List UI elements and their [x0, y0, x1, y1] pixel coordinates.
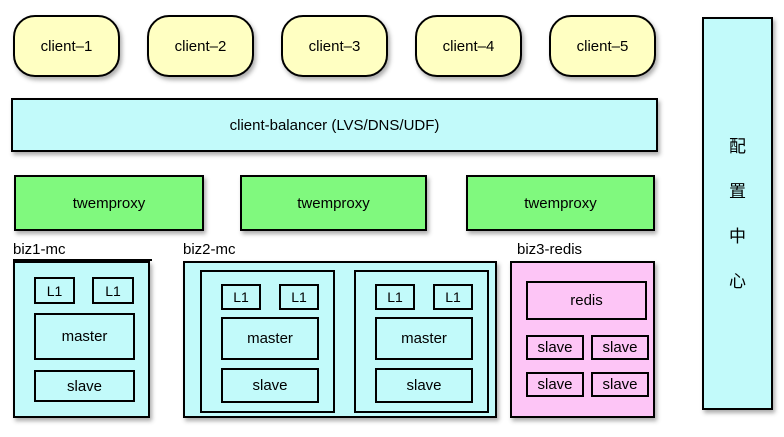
cluster-biz1-mc: L1 L1 master slave [13, 261, 150, 418]
twemproxy-node-3: twemproxy [466, 175, 655, 231]
cluster-label-biz1: biz1-mc [13, 241, 152, 261]
master-box: master [375, 317, 473, 360]
client-balancer-label: client-balancer (LVS/DNS/UDF) [229, 116, 440, 134]
client-balancer-bar: client-balancer (LVS/DNS/UDF) [11, 98, 658, 152]
redis-slave-box: slave [526, 335, 584, 360]
redis-slave-box: slave [526, 372, 584, 397]
l1-cache-box: L1 [221, 284, 261, 310]
redis-slave-box: slave [591, 372, 649, 397]
slave-box: slave [221, 368, 319, 403]
twemproxy-label: twemproxy [297, 194, 370, 212]
client-node-2: client–2 [147, 15, 254, 77]
config-center-char: 中 [729, 226, 746, 246]
l1-cache-box: L1 [433, 284, 473, 310]
biz2-shard-2: L1 L1 master slave [354, 270, 489, 413]
config-center-bar: 配 置 中 心 [702, 17, 773, 410]
client-label: client–4 [442, 37, 495, 55]
l1-cache-box: L1 [92, 277, 134, 304]
biz2-shard-1: L1 L1 master slave [200, 270, 335, 413]
l1-cache-box: L1 [375, 284, 415, 310]
cluster-biz3-redis: redis slave slave slave slave [510, 261, 655, 418]
client-label: client–2 [174, 37, 227, 55]
client-node-3: client–3 [281, 15, 388, 77]
l1-cache-box: L1 [279, 284, 319, 310]
cluster-label-biz3: biz3-redis [517, 241, 583, 258]
client-label: client–5 [576, 37, 629, 55]
client-label: client–1 [40, 37, 93, 55]
twemproxy-label: twemproxy [72, 194, 146, 212]
client-node-1: client–1 [13, 15, 120, 77]
slave-box: slave [34, 370, 135, 402]
master-box: master [34, 313, 135, 360]
client-label: client–3 [308, 37, 361, 55]
redis-master-box: redis [526, 281, 647, 320]
twemproxy-label: twemproxy [524, 194, 597, 212]
twemproxy-node-2: twemproxy [240, 175, 427, 231]
client-node-5: client–5 [549, 15, 656, 77]
cluster-label-biz2: biz2-mc [183, 241, 236, 258]
config-center-char: 配 [729, 136, 746, 156]
cluster-biz2-mc: L1 L1 master slave L1 L1 master slave [183, 261, 497, 418]
twemproxy-node-1: twemproxy [14, 175, 204, 231]
slave-box: slave [375, 368, 473, 403]
config-center-char: 置 [729, 181, 746, 201]
client-node-4: client–4 [415, 15, 522, 77]
l1-cache-box: L1 [34, 277, 75, 304]
redis-slave-box: slave [591, 335, 649, 360]
master-box: master [221, 317, 319, 360]
config-center-char: 心 [729, 271, 746, 291]
